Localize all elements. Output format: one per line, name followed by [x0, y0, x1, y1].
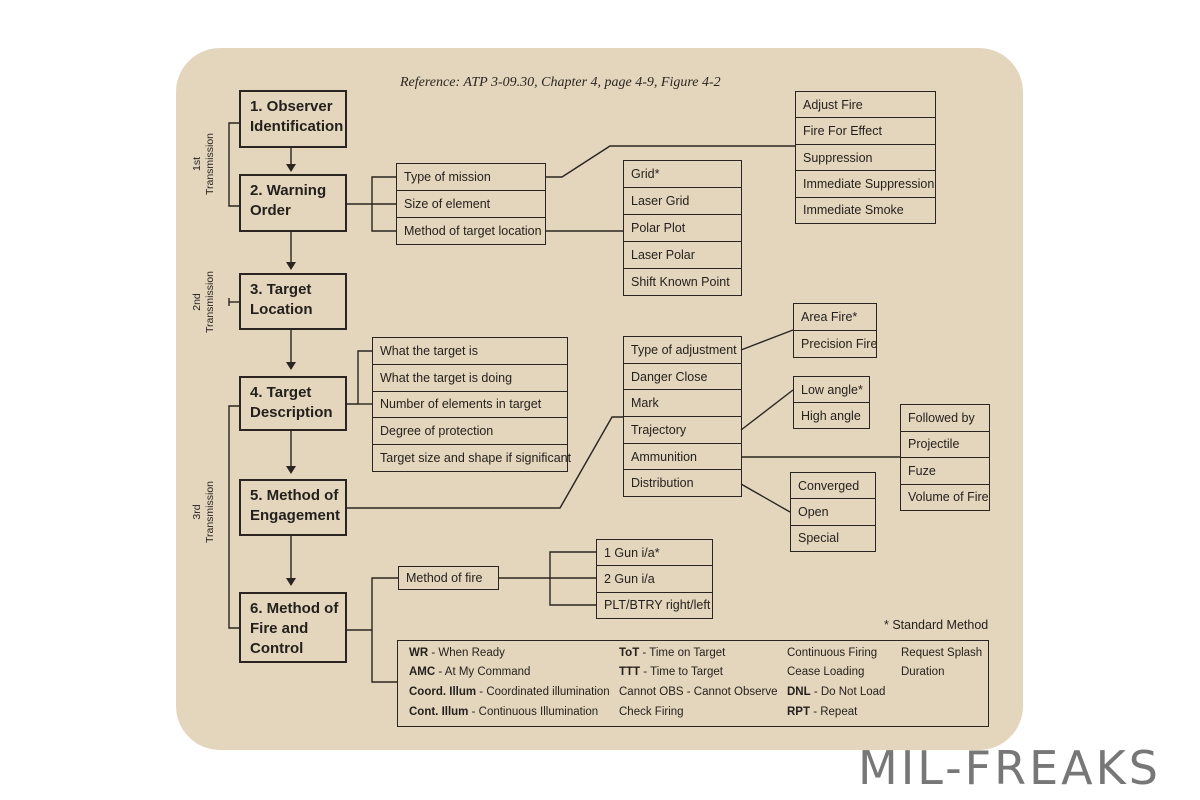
mission-type-item: Immediate Suppression: [796, 170, 935, 196]
distribution-table: Converged Open Special: [790, 472, 876, 552]
transmission-label-2nd: 2nd Transmission: [191, 270, 216, 334]
ammunition-table: Followed by Projectile Fuze Volume of Fi…: [900, 404, 990, 511]
adjustment-type-item: Area Fire*: [801, 310, 858, 324]
legend-term: RPT - Repeat: [787, 706, 858, 718]
adjustment-type-item: Precision Fire: [794, 330, 877, 357]
location-method-item: Shift Known Point: [624, 268, 741, 295]
location-method-item: Laser Grid: [624, 187, 741, 214]
ammunition-item: Volume of Fire: [901, 483, 989, 511]
legend-term: AMC - At My Command: [409, 666, 531, 678]
target-description-item: Number of elements in target: [373, 390, 567, 418]
adjustment-types-table: Area Fire* Precision Fire: [793, 303, 877, 358]
ammunition-item: Projectile: [901, 430, 989, 458]
standard-method-note: * Standard Method: [884, 618, 989, 632]
legend-term: Request Splash: [901, 647, 983, 659]
legend-term: Cease Loading: [787, 666, 865, 678]
target-description-item: Target size and shape if significant: [373, 444, 571, 471]
mission-types-table: Adjust Fire Fire For Effect Suppression …: [795, 91, 936, 224]
legend-term: Cont. Illum - Continuous Illumination: [409, 706, 599, 718]
location-method-item: Grid*: [631, 167, 660, 181]
warning-order-item: Type of mission: [404, 170, 491, 184]
warning-order-item: Method of target location: [397, 217, 545, 244]
method-of-fire-label: Method of fire: [406, 571, 483, 585]
method-of-fire-box: Method of fire: [398, 566, 499, 590]
ammunition-item: Followed by: [908, 410, 975, 425]
fire-methods-table: 1 Gun i/a* 2 Gun i/a PLT/BTRY right/left: [596, 539, 713, 619]
fire-method-item: PLT/BTRY right/left: [597, 591, 712, 618]
ammunition-item: Fuze: [901, 457, 989, 484]
location-methods-table: Grid* Laser Grid Polar Plot Laser Polar …: [623, 160, 742, 296]
target-description-item: What the target is: [380, 343, 478, 358]
mission-type-item: Suppression: [796, 143, 935, 170]
legend-term: Duration: [901, 666, 945, 678]
step-target-description: 4. Target Description: [239, 376, 347, 431]
transmission-label-1st: 1st Transmission: [191, 132, 216, 196]
trajectory-type-item: Low angle*: [801, 382, 863, 397]
mission-type-item: Immediate Smoke: [796, 196, 935, 223]
engagement-item: Trajectory: [624, 416, 741, 443]
step-method-of-engagement: 5. Method of Engagement: [239, 479, 347, 536]
legend-term: TTT - Time to Target: [619, 666, 723, 678]
mission-type-item: Fire For Effect: [796, 117, 935, 143]
reference-card: [176, 48, 1023, 750]
legend-term: Check Firing: [619, 706, 684, 718]
distribution-item: Converged: [798, 478, 860, 493]
step-observer-identification: 1. Observer Identification: [239, 90, 347, 148]
target-description-table: What the target is What the target is do…: [372, 337, 571, 472]
warning-order-item: Size of element: [397, 190, 545, 217]
legend-term: Continuous Firing: [787, 647, 878, 659]
watermark-logo: MIL-FREAKS: [858, 741, 1161, 795]
target-description-item: Degree of protection: [373, 417, 567, 444]
engagement-table: Type of adjustment Danger Close Mark Tra…: [623, 336, 742, 497]
distribution-item: Special: [791, 524, 875, 551]
legend-term: DNL - Do Not Load: [787, 686, 886, 698]
warning-order-table: Type of mission Size of element Method o…: [396, 163, 546, 245]
target-description-item: What the target is doing: [373, 363, 567, 391]
step-target-location: 3. Target Location: [239, 273, 347, 330]
location-method-item: Laser Polar: [624, 241, 741, 268]
fire-method-item: 2 Gun i/a: [597, 565, 712, 591]
reference-citation: Reference: ATP 3-09.30, Chapter 4, page …: [400, 75, 721, 90]
legend-term: WR - When Ready: [409, 647, 505, 659]
legend-term: Coord. Illum - Coordinated illumination: [409, 686, 610, 698]
fire-method-item: 1 Gun i/a*: [604, 545, 660, 560]
step-warning-order: 2. Warning Order: [239, 174, 347, 232]
location-method-item: Polar Plot: [624, 214, 741, 241]
transmission-label-3rd: 3rd Transmission: [191, 480, 216, 544]
engagement-item: Ammunition: [624, 442, 741, 470]
legend-term: ToT - Time on Target: [619, 647, 726, 659]
step-method-of-fire-and-control: 6. Method of Fire and Control: [239, 592, 347, 663]
distribution-item: Open: [791, 498, 875, 524]
trajectory-type-item: High angle: [794, 402, 869, 428]
engagement-item: Distribution: [624, 469, 741, 496]
engagement-item: Type of adjustment: [631, 342, 737, 357]
trajectory-types-table: Low angle* High angle: [793, 376, 870, 429]
engagement-item: Mark: [624, 389, 741, 416]
engagement-item: Danger Close: [624, 362, 741, 390]
control-terms-legend: [397, 640, 989, 727]
legend-term: Cannot OBS - Cannot Observe: [619, 686, 778, 698]
mission-type-item: Adjust Fire: [803, 97, 863, 112]
